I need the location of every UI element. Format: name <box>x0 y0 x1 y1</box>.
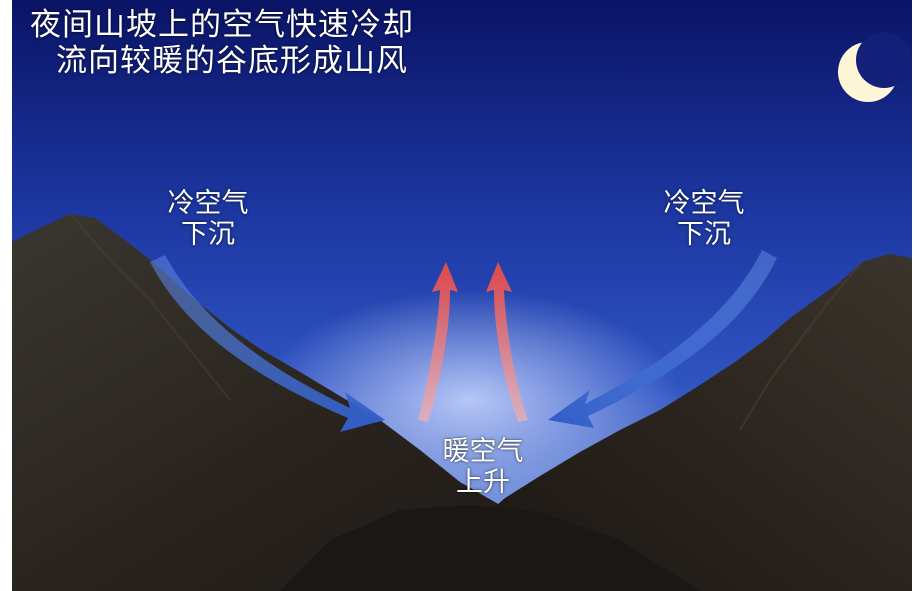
caption-line-1: 夜间山坡上的空气快速冷却 <box>30 7 414 43</box>
warm-air-arrow-left <box>418 262 458 422</box>
cold-air-label-left: 冷空气 下沉 <box>143 188 273 250</box>
cold-air-arrow-left <box>150 255 385 432</box>
warm-air-label-line-1: 暖空气 <box>442 436 524 467</box>
cold-air-label-left-line-1: 冷空气 <box>167 188 249 219</box>
cold-air-label-right-line-1: 冷空气 <box>663 188 745 219</box>
cold-air-label-left-line-2: 下沉 <box>181 219 235 251</box>
crescent-moon-icon <box>838 32 912 102</box>
warm-air-label-line-2: 上升 <box>456 467 510 499</box>
cold-air-label-right-line-2: 下沉 <box>677 219 731 251</box>
cold-air-arrow-right <box>548 250 777 428</box>
cold-air-label-right: 冷空气 下沉 <box>639 188 769 250</box>
diagram-caption: 夜间山坡上的空气快速冷却 流向较暖的谷底形成山风 <box>30 7 414 79</box>
valley-floor <box>280 505 700 591</box>
warm-air-arrow-right <box>486 262 528 422</box>
caption-line-2: 流向较暖的谷底形成山风 <box>56 42 408 79</box>
warm-air-label: 暖空气 上升 <box>418 436 548 498</box>
